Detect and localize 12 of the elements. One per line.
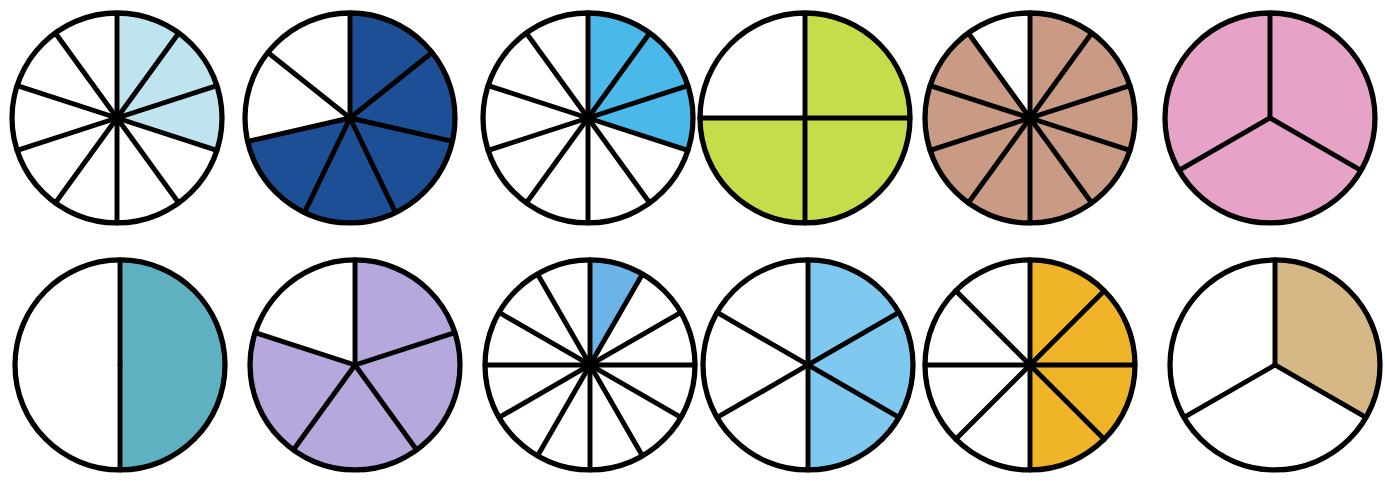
- fraction-circle: [1162, 10, 1378, 226]
- fraction-circle: [700, 257, 916, 473]
- fraction-circle: [12, 257, 228, 473]
- fraction-circle: [247, 257, 463, 473]
- fraction-circle: [922, 257, 1138, 473]
- fraction-circle: [922, 10, 1138, 226]
- fraction-circle: [480, 10, 696, 226]
- fraction-circle: [242, 10, 458, 226]
- fraction-circle: [1167, 257, 1383, 473]
- fraction-circle: [697, 10, 913, 226]
- fraction-circle: [9, 10, 225, 226]
- fraction-circle: [482, 257, 698, 473]
